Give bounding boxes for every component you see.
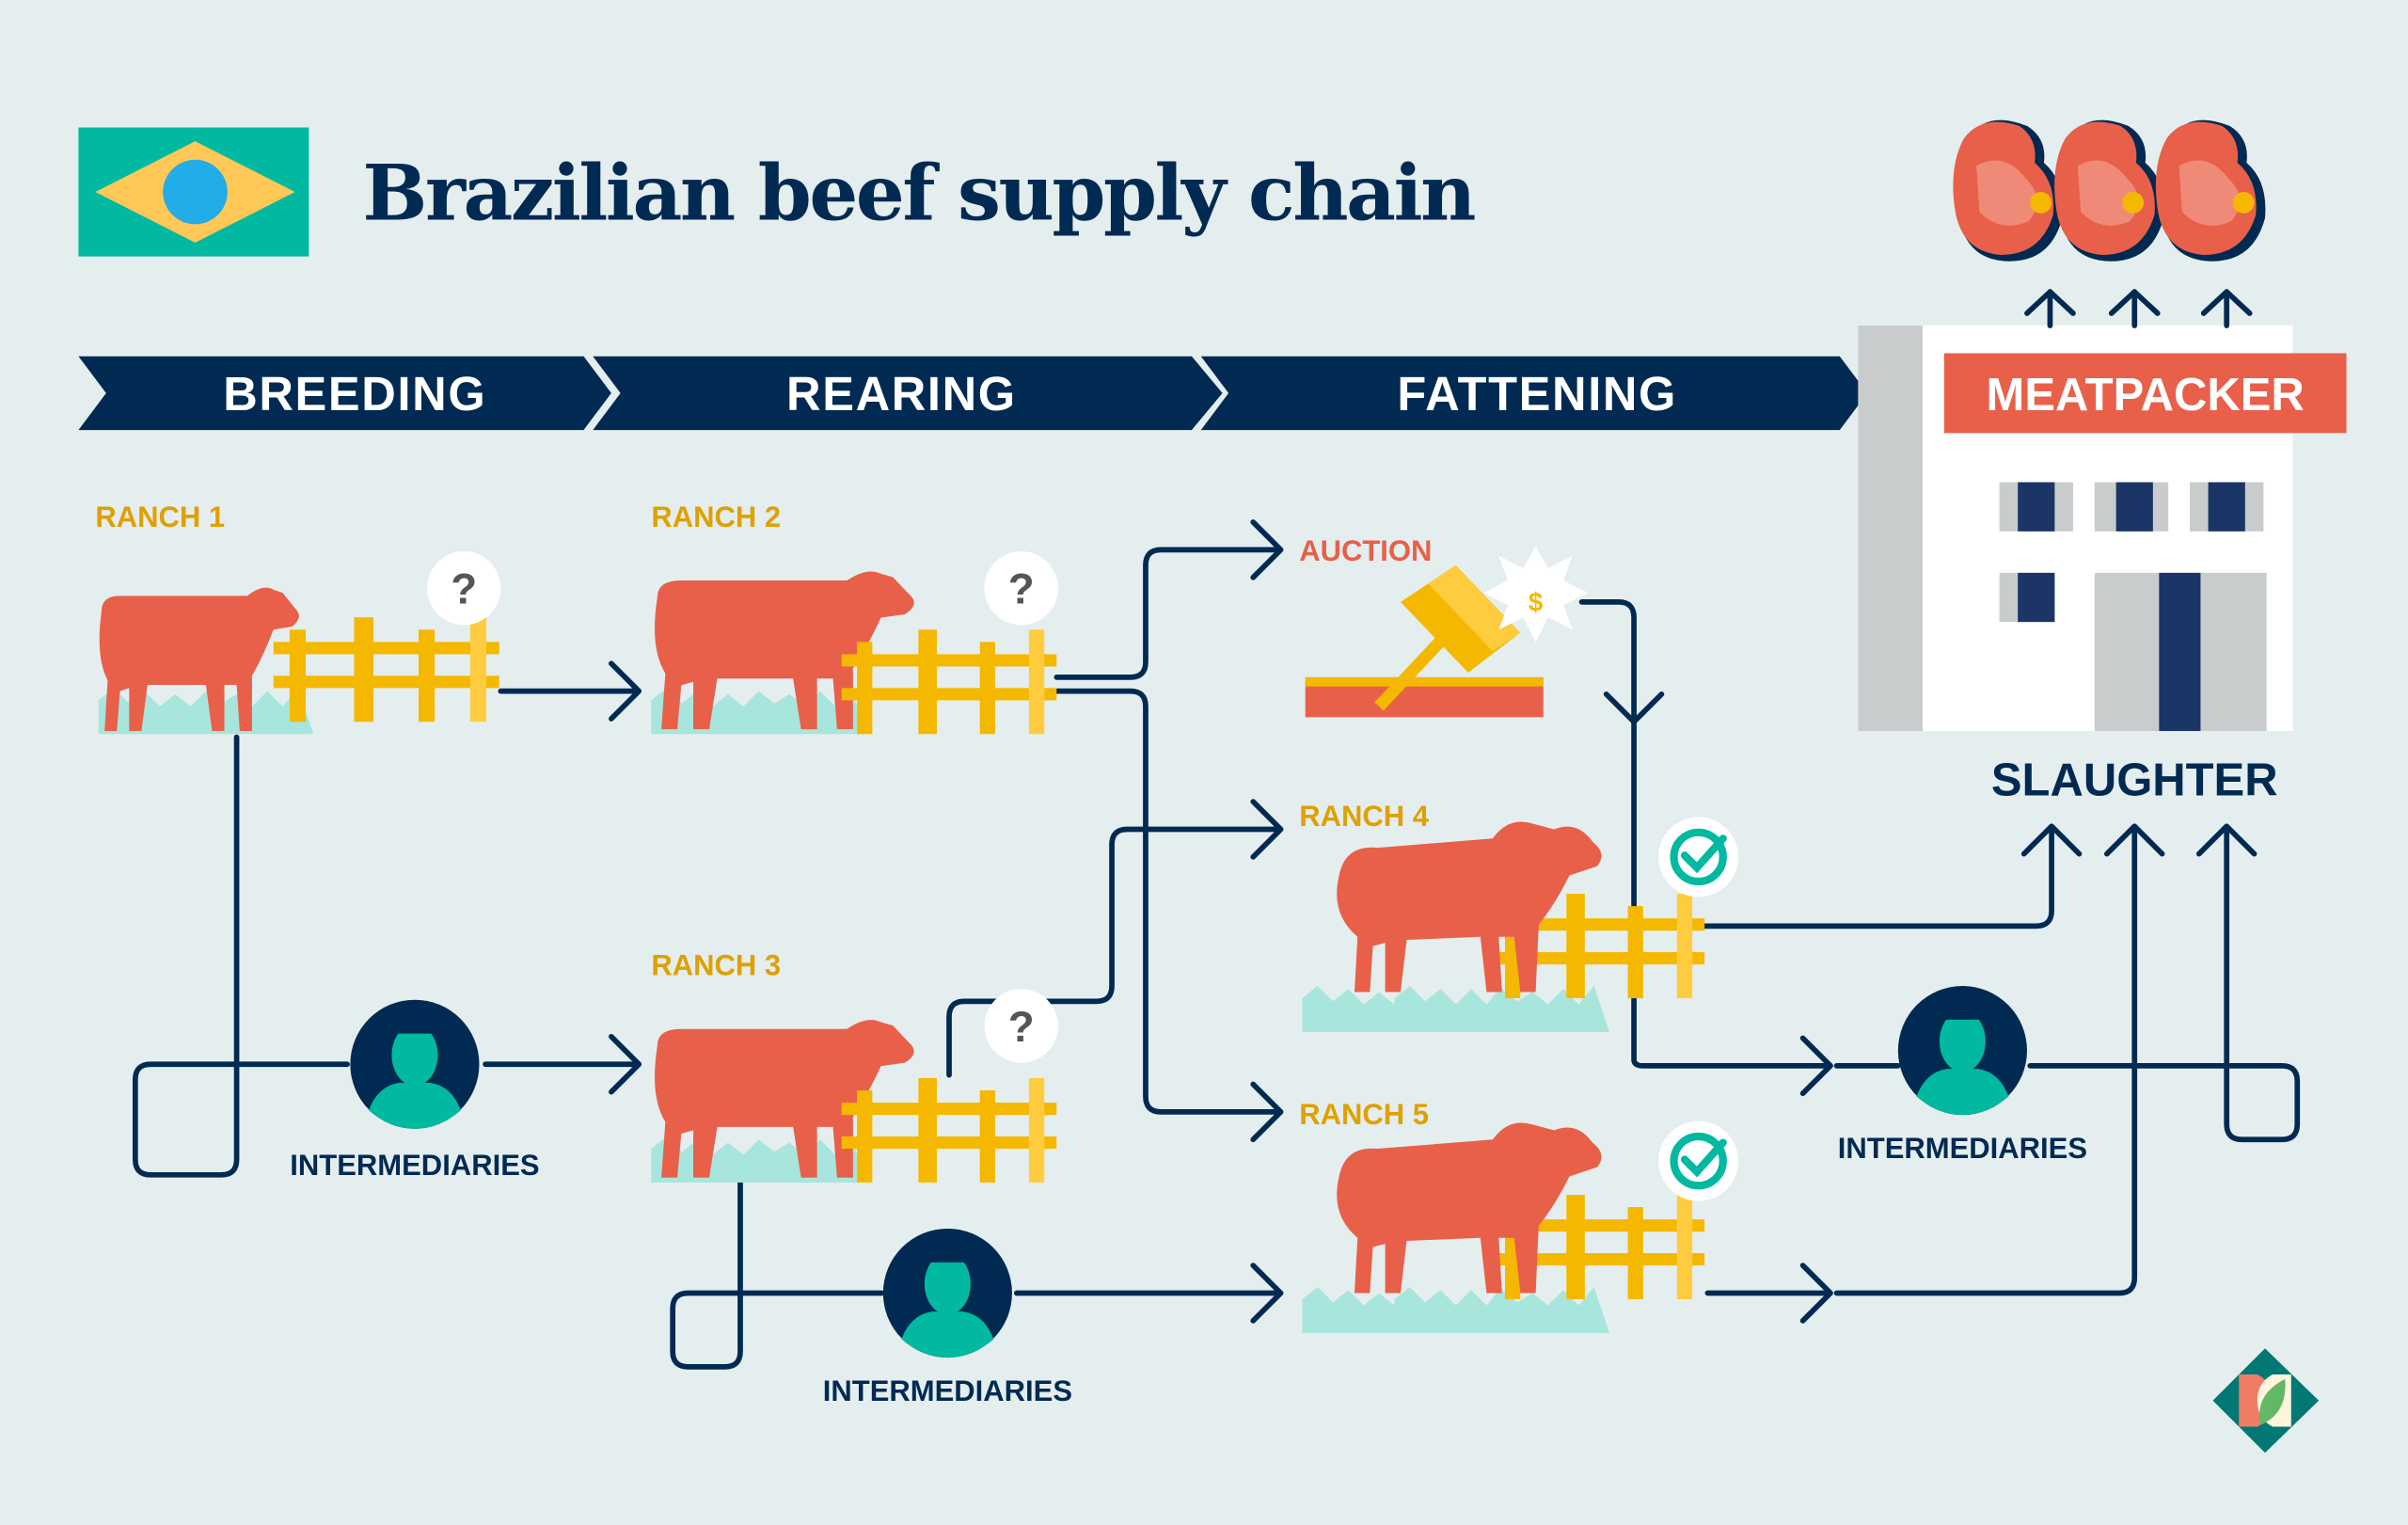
unknown-status-icon xyxy=(984,551,1058,626)
question-mark: ? xyxy=(1008,1003,1035,1051)
ranch-5-label: RANCH 5 xyxy=(1299,1098,1429,1131)
intermediary-avatar-icon xyxy=(350,999,480,1129)
intermediary-avatar-icon xyxy=(882,1228,1012,1358)
intermediaries-3: INTERMEDIARIES xyxy=(1838,986,2087,1165)
question-mark: ? xyxy=(451,565,477,613)
grass-icon xyxy=(651,688,866,735)
stage-rearing xyxy=(593,356,1223,431)
intermediaries-1: INTERMEDIARIES xyxy=(290,999,540,1182)
ranch-3-label: RANCH 3 xyxy=(651,949,781,982)
stage-rearing-label: REARING xyxy=(786,367,1017,421)
ranch-3: RANCH 3 ? xyxy=(651,949,1058,1183)
ranch-2-label: RANCH 2 xyxy=(651,500,781,533)
stage-fattening xyxy=(1200,356,1868,431)
meatpacker-building: MEATPACKER xyxy=(1858,326,2347,732)
unknown-status-icon xyxy=(426,551,501,626)
slaughter-label: SLAUGHTER xyxy=(1991,755,2278,806)
stage-breeding xyxy=(78,356,611,431)
stage-fattening-label: FATTENING xyxy=(1397,367,1677,421)
steak-icon xyxy=(2054,119,2164,262)
bull-icon xyxy=(1337,821,1602,993)
intermediaries-label: INTERMEDIARIES xyxy=(823,1374,1072,1407)
brazil-flag-icon xyxy=(78,127,309,257)
dollar-sign: $ xyxy=(1529,588,1544,617)
steak-icon xyxy=(2155,119,2266,262)
price-burst-icon xyxy=(1483,547,1589,643)
gavel-icon xyxy=(1374,564,1521,711)
fence-icon xyxy=(841,1077,1057,1183)
fence-icon xyxy=(841,629,1057,735)
auction: AUCTION $ xyxy=(1299,534,1589,718)
ranch-4-label: RANCH 4 xyxy=(1299,800,1430,833)
ranch-4: RANCH 4 xyxy=(1299,800,1739,1032)
intermediaries-label: INTERMEDIARIES xyxy=(290,1149,539,1182)
bull-icon xyxy=(1337,1122,1602,1294)
page-title: Brazilian beef supply chain xyxy=(362,148,1475,238)
meatpacker-label: MEATPACKER xyxy=(1987,370,2305,421)
stage-breeding-label: BREEDING xyxy=(223,367,486,421)
intermediaries-2: INTERMEDIARIES xyxy=(823,1228,1072,1407)
stage-banner: BREEDING REARING FATTENING xyxy=(78,356,1868,431)
fence-icon xyxy=(273,617,499,723)
intermediary-avatar-icon xyxy=(1897,986,2027,1116)
steak-icons xyxy=(1953,119,2266,262)
ranch-1-label: RANCH 1 xyxy=(95,500,225,533)
ranch-1: RANCH 1 ? xyxy=(95,500,501,735)
ranch-5: RANCH 5 xyxy=(1299,1098,1739,1333)
meatpacker-sign xyxy=(1943,353,2347,434)
auction-label: AUCTION xyxy=(1299,534,1432,567)
ranch-2: RANCH 2 ? xyxy=(651,500,1058,735)
question-mark: ? xyxy=(1008,565,1035,613)
flow-lines xyxy=(132,289,2301,1370)
steak-icon xyxy=(1953,119,2063,262)
unknown-status-icon xyxy=(984,989,1058,1063)
publisher-logo-icon xyxy=(2212,1348,2320,1454)
grass-icon xyxy=(651,1136,866,1183)
intermediaries-label: INTERMEDIARIES xyxy=(1838,1132,2087,1165)
